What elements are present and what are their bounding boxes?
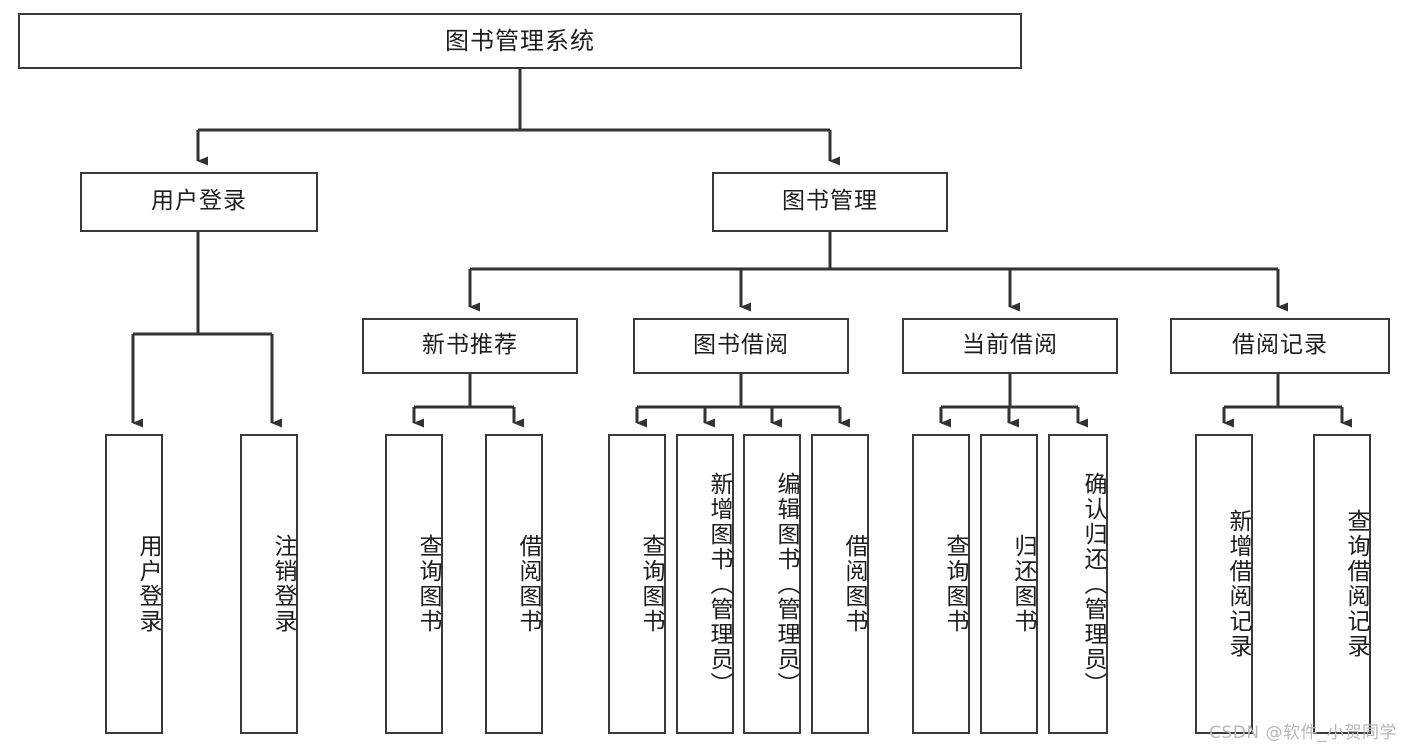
node-leaf-edit-book[interactable]: 编辑图书（管理员）	[743, 434, 801, 734]
node-label: 用户登录	[151, 188, 247, 215]
node-leaf-borrow-book-1[interactable]: 借阅图书	[485, 434, 543, 734]
node-label: 查询借阅记录	[1343, 509, 1369, 659]
node-leaf-logout[interactable]: 注销登录	[240, 434, 298, 734]
node-label: 借阅图书	[515, 534, 541, 634]
watermark: CSDN @软件_小贺同学	[1209, 723, 1397, 743]
node-label: 用户登录	[135, 534, 161, 634]
node-book-borrow[interactable]: 图书借阅	[633, 318, 849, 374]
node-leaf-borrow-book-2[interactable]: 借阅图书	[811, 434, 869, 734]
node-leaf-return-book[interactable]: 归还图书	[980, 434, 1038, 734]
node-label: 新增图书（管理员）	[706, 471, 732, 697]
node-label: 归还图书	[1010, 534, 1036, 634]
node-label: 注销登录	[270, 534, 296, 634]
node-leaf-query-record[interactable]: 查询借阅记录	[1313, 434, 1371, 734]
node-label: 当前借阅	[962, 332, 1058, 359]
node-label: 查询图书	[638, 534, 664, 634]
node-book-manage[interactable]: 图书管理	[712, 172, 948, 232]
node-leaf-query-book-3[interactable]: 查询图书	[912, 434, 970, 734]
node-label: 新书推荐	[422, 332, 518, 359]
node-label: 图书借阅	[693, 332, 789, 359]
node-label: 图书管理系统	[445, 26, 595, 55]
node-label: 查询图书	[942, 534, 968, 634]
node-leaf-query-book-1[interactable]: 查询图书	[385, 434, 443, 734]
node-label: 编辑图书（管理员）	[773, 471, 799, 697]
node-label: 借阅记录	[1232, 332, 1328, 359]
node-new-book-recommend[interactable]: 新书推荐	[362, 318, 578, 374]
node-leaf-add-record[interactable]: 新增借阅记录	[1195, 434, 1253, 734]
node-user-login[interactable]: 用户登录	[80, 172, 318, 232]
node-label: 确认归还（管理员）	[1080, 471, 1106, 697]
node-label: 图书管理	[782, 188, 878, 215]
node-leaf-confirm-return[interactable]: 确认归还（管理员）	[1048, 434, 1108, 734]
node-root-book-management-system[interactable]: 图书管理系统	[18, 13, 1022, 69]
node-label: 新增借阅记录	[1225, 509, 1251, 659]
node-label: 查询图书	[415, 534, 441, 634]
node-borrow-record[interactable]: 借阅记录	[1170, 318, 1390, 374]
node-leaf-query-book-2[interactable]: 查询图书	[608, 434, 666, 734]
node-current-borrow[interactable]: 当前借阅	[902, 318, 1118, 374]
node-leaf-user-login[interactable]: 用户登录	[105, 434, 163, 734]
node-label: 借阅图书	[841, 534, 867, 634]
node-leaf-add-book[interactable]: 新增图书（管理员）	[676, 434, 734, 734]
